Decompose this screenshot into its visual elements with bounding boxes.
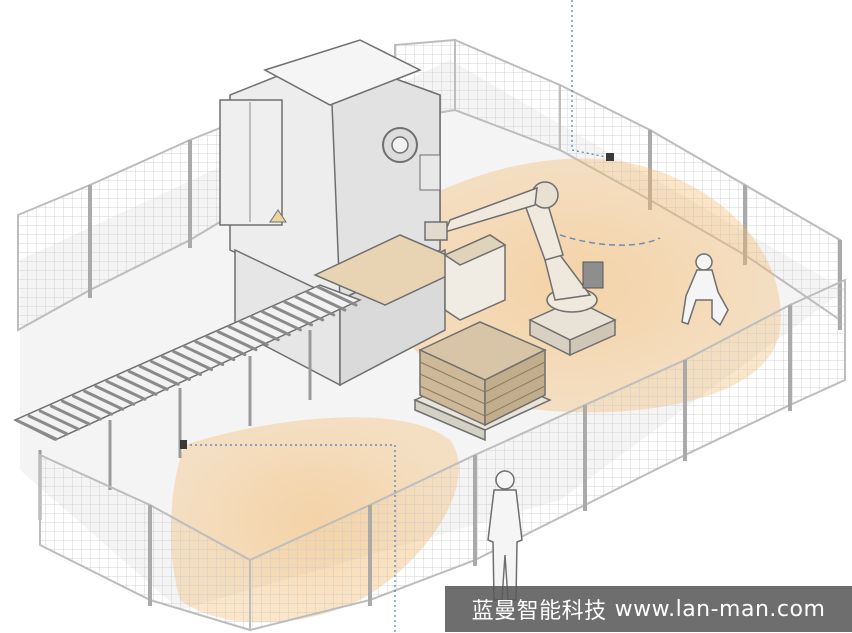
conveyor-roller: [172, 350, 214, 372]
conveyor-roller: [127, 369, 169, 391]
operator-standing: [487, 470, 523, 601]
operator-kneeling: [681, 253, 729, 327]
watermark-website: www.lan-man.com: [614, 596, 826, 622]
conveyor-roller: [116, 374, 158, 396]
roller-conveyor: [13, 284, 362, 520]
conveyor-roller: [272, 305, 314, 327]
watermark-banner: 蓝曼智能科技 www.lan-man.com: [445, 586, 852, 632]
conveyor-roller: [249, 315, 291, 337]
conveyor-roller: [105, 379, 147, 401]
conveyor-roller: [72, 394, 114, 416]
radar-sensor-left: [180, 440, 396, 633]
conveyor-roller: [83, 389, 125, 411]
conveyor-roller: [38, 409, 80, 431]
conveyor-roller: [60, 399, 102, 421]
conveyor-roller: [160, 354, 202, 376]
conveyor-roller: [205, 335, 247, 357]
electrical-cabinet: [219, 99, 283, 226]
conveyor-roller: [260, 310, 302, 332]
conveyor-roller: [27, 414, 69, 436]
industrial-robot: [424, 181, 617, 357]
parts-bin: [443, 234, 507, 321]
control-panel: [419, 154, 441, 191]
conveyor-roller: [149, 359, 191, 381]
conveyor-roller: [316, 285, 358, 307]
conveyor-roller: [16, 419, 58, 441]
robot-gripper: [424, 221, 448, 241]
conveyor-roller: [305, 290, 347, 312]
conveyor-roller: [138, 364, 180, 386]
conveyor-roller: [194, 340, 236, 362]
conveyor-roller: [183, 345, 225, 367]
conveyor-roller: [283, 300, 325, 322]
conveyor-roller: [227, 325, 269, 347]
conveyor-roller: [49, 404, 91, 426]
conveyor-roller: [238, 320, 280, 342]
conveyor-roller: [94, 384, 136, 406]
pallet-stack: [413, 321, 552, 442]
conveyor-roller: [216, 330, 258, 352]
radar-sensor-top: [571, 0, 614, 161]
conveyor-roller: [294, 295, 336, 317]
watermark-company: 蓝曼智能科技: [471, 599, 607, 624]
robot-controller: [582, 261, 604, 289]
robot-zone-boundary: [559, 234, 661, 246]
